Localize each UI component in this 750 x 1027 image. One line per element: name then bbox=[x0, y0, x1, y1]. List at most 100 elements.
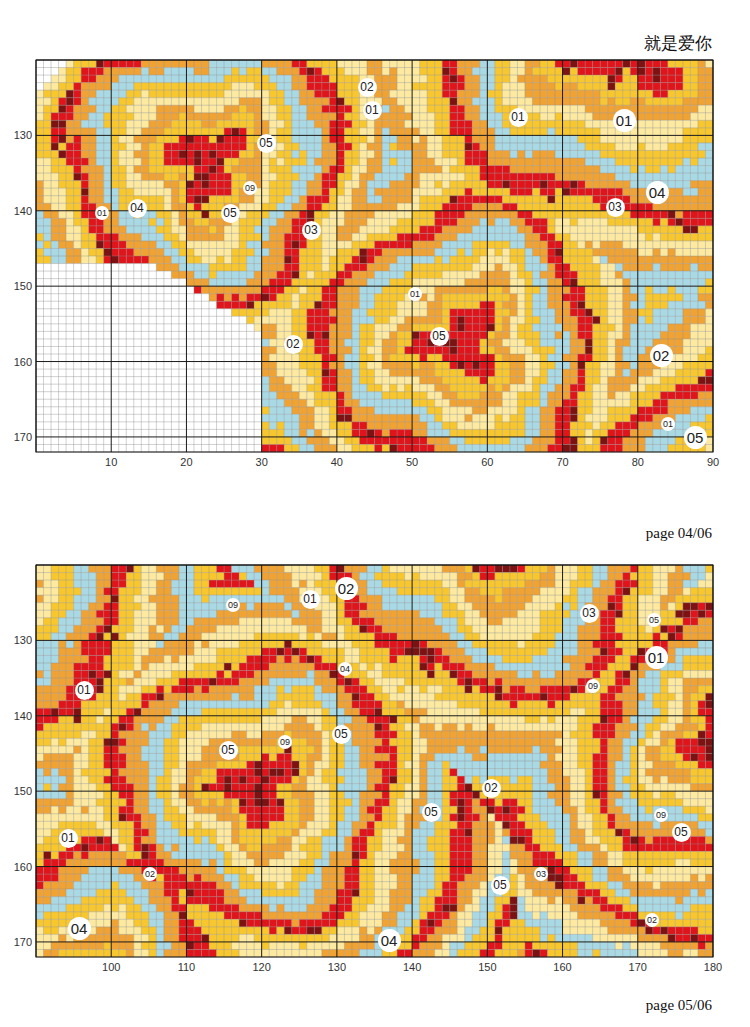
stitch-cell bbox=[367, 211, 375, 219]
stitch-cell bbox=[104, 75, 112, 83]
stitch-cell bbox=[36, 166, 44, 174]
stitch-cell bbox=[412, 211, 420, 219]
stitch-cell bbox=[668, 143, 676, 151]
stitch-cell bbox=[517, 203, 525, 211]
stitch-cell bbox=[510, 98, 518, 106]
stitch-cell bbox=[382, 128, 390, 136]
stitch-cell bbox=[660, 158, 668, 166]
stitch-cell bbox=[532, 75, 540, 83]
stitch-cell bbox=[487, 83, 495, 91]
stitch-cell bbox=[600, 128, 608, 136]
stitch-cell bbox=[570, 181, 578, 189]
stitch-cell bbox=[111, 143, 119, 151]
stitch-cell bbox=[457, 68, 465, 76]
stitch-cell bbox=[382, 105, 390, 113]
stitch-cell bbox=[126, 113, 134, 121]
stitch-cell bbox=[615, 143, 623, 151]
stitch-cell bbox=[397, 166, 405, 174]
stitch-cell bbox=[119, 135, 127, 143]
stitch-cell bbox=[698, 203, 706, 211]
stitch-cell bbox=[450, 98, 458, 106]
stitch-cell bbox=[89, 196, 97, 204]
stitch-cell bbox=[269, 113, 277, 121]
stitch-cell bbox=[517, 68, 525, 76]
stitch-cell bbox=[337, 211, 345, 219]
stitch-cell bbox=[487, 211, 495, 219]
stitch-cell bbox=[307, 98, 315, 106]
stitch-cell bbox=[555, 83, 563, 91]
stitch-cell bbox=[457, 188, 465, 196]
stitch-cell bbox=[465, 113, 473, 121]
stitch-cell bbox=[495, 203, 503, 211]
stitch-cell bbox=[292, 60, 300, 68]
stitch-cell bbox=[344, 150, 352, 158]
stitch-cell bbox=[510, 128, 518, 136]
stitch-cell bbox=[96, 158, 104, 166]
stitch-cell bbox=[675, 120, 683, 128]
stitch-cell bbox=[81, 128, 89, 136]
stitch-cell bbox=[344, 166, 352, 174]
stitch-cell bbox=[578, 150, 586, 158]
stitch-cell bbox=[232, 196, 240, 204]
stitch-cell bbox=[194, 173, 202, 181]
stitch-cell bbox=[322, 196, 330, 204]
stitch-cell bbox=[555, 181, 563, 189]
stitch-cell bbox=[525, 150, 533, 158]
stitch-cell bbox=[119, 143, 127, 151]
stitch-cell bbox=[487, 90, 495, 98]
stitch-cell bbox=[563, 218, 571, 226]
stitch-cell bbox=[570, 90, 578, 98]
stitch-cell bbox=[683, 150, 691, 158]
stitch-cell bbox=[450, 203, 458, 211]
stitch-cell bbox=[51, 128, 59, 136]
stitch-cell bbox=[239, 68, 247, 76]
stitch-cell bbox=[329, 143, 337, 151]
stitch-cell bbox=[578, 105, 586, 113]
stitch-cell bbox=[442, 105, 450, 113]
stitch-cell bbox=[683, 218, 691, 226]
stitch-cell bbox=[585, 90, 593, 98]
stitch-cell bbox=[262, 173, 270, 181]
stitch-cell bbox=[284, 135, 292, 143]
stitch-cell bbox=[653, 135, 661, 143]
stitch-cell bbox=[698, 181, 706, 189]
stitch-cell bbox=[329, 173, 337, 181]
stitch-cell bbox=[525, 128, 533, 136]
stitch-cell bbox=[209, 158, 217, 166]
stitch-cell bbox=[405, 158, 413, 166]
stitch-cell bbox=[337, 158, 345, 166]
stitch-cell bbox=[194, 105, 202, 113]
stitch-cell bbox=[269, 188, 277, 196]
stitch-cell bbox=[608, 105, 616, 113]
stitch-cell bbox=[359, 143, 367, 151]
stitch-cell bbox=[375, 196, 383, 204]
stitch-cell bbox=[292, 120, 300, 128]
stitch-cell bbox=[638, 90, 646, 98]
stitch-cell bbox=[111, 120, 119, 128]
stitch-cell bbox=[224, 60, 232, 68]
stitch-cell bbox=[254, 105, 262, 113]
stitch-cell bbox=[322, 90, 330, 98]
stitch-cell bbox=[89, 158, 97, 166]
stitch-cell bbox=[247, 135, 255, 143]
stitch-cell bbox=[171, 98, 179, 106]
stitch-cell bbox=[435, 135, 443, 143]
stitch-cell bbox=[390, 120, 398, 128]
stitch-cell bbox=[119, 226, 127, 234]
stitch-cell bbox=[683, 90, 691, 98]
stitch-cell bbox=[367, 158, 375, 166]
stitch-cell bbox=[299, 211, 307, 219]
stitch-cell bbox=[420, 75, 428, 83]
stitch-cell bbox=[412, 128, 420, 136]
stitch-cell bbox=[570, 218, 578, 226]
stitch-cell bbox=[89, 150, 97, 158]
stitch-cell bbox=[585, 211, 593, 219]
stitch-cell bbox=[149, 188, 157, 196]
stitch-cell bbox=[480, 203, 488, 211]
stitch-cell bbox=[66, 173, 74, 181]
stitch-cell bbox=[465, 218, 473, 226]
stitch-cell bbox=[322, 143, 330, 151]
stitch-cell bbox=[593, 60, 601, 68]
stitch-cell bbox=[705, 98, 713, 106]
stitch-cell bbox=[548, 128, 556, 136]
